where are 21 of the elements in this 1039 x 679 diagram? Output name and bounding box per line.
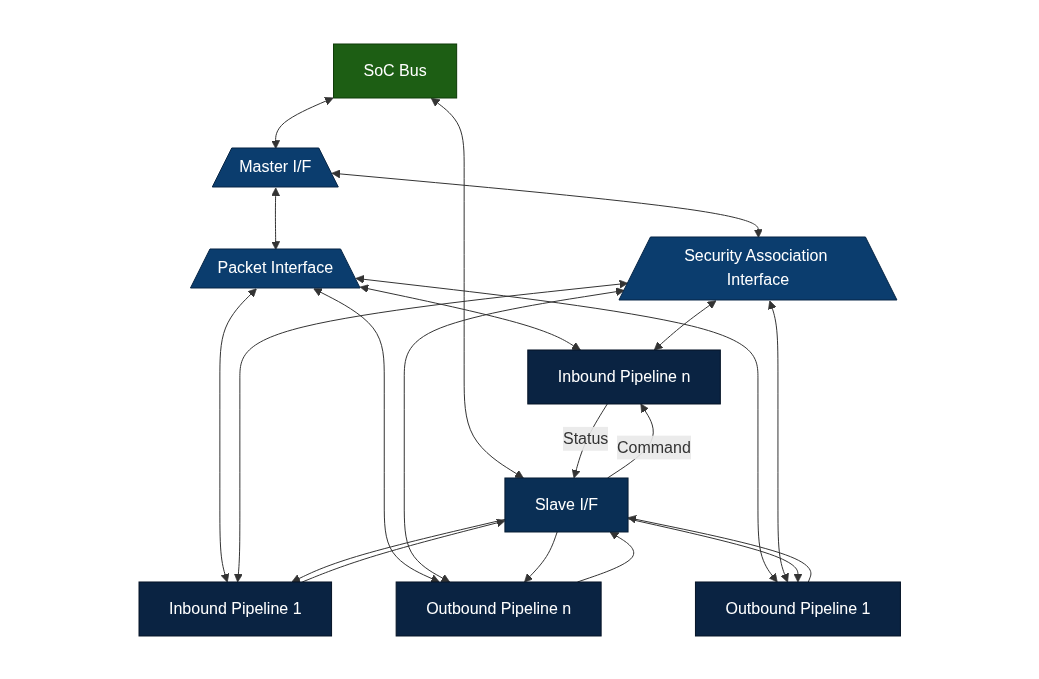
edge-label: Status bbox=[562, 429, 609, 447]
node-box: Outbound Pipeline 1 bbox=[694, 581, 901, 636]
node-box: Outbound Pipeline n bbox=[395, 581, 602, 636]
arrow bbox=[271, 187, 280, 250]
arrow bbox=[233, 279, 628, 582]
arrow bbox=[271, 96, 334, 149]
arrow bbox=[219, 287, 257, 582]
arrow bbox=[523, 531, 558, 582]
arrow bbox=[430, 97, 524, 478]
node-box: Slave I/F bbox=[504, 477, 629, 532]
arrow bbox=[767, 299, 789, 582]
node-box: Inbound Pipeline n bbox=[527, 349, 721, 404]
arrow bbox=[331, 169, 763, 238]
arrow bbox=[355, 274, 778, 582]
arrow bbox=[359, 283, 581, 350]
node-box: Inbound Pipeline 1 bbox=[138, 581, 332, 636]
arrow bbox=[313, 287, 440, 583]
edge-label: Command bbox=[616, 438, 691, 456]
node-box: SoC Bus bbox=[332, 43, 457, 98]
arrow bbox=[653, 299, 717, 350]
arrow bbox=[403, 286, 625, 582]
